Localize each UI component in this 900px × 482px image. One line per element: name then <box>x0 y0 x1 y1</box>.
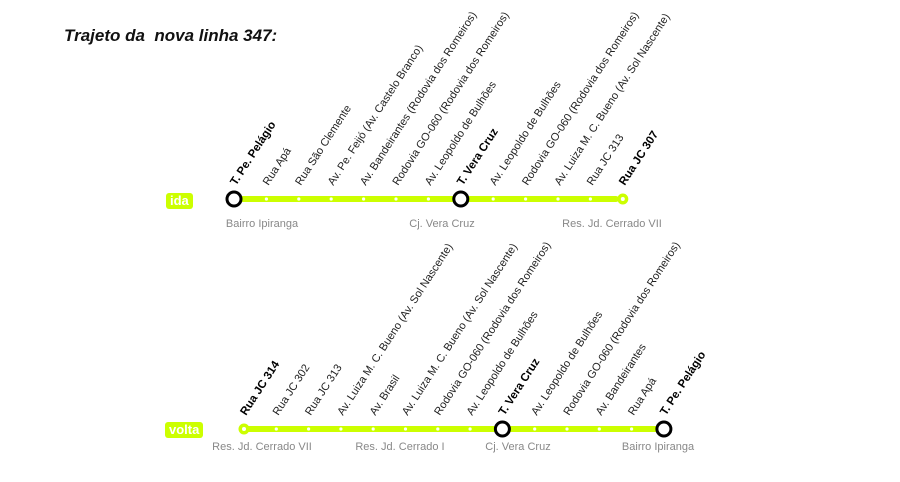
stop-label: Rua São Clemente <box>293 103 354 187</box>
stop-marker <box>524 197 528 201</box>
end-marker-dot <box>620 197 625 201</box>
stop-marker <box>588 197 593 201</box>
area-label: Bairro Ipiranga <box>226 218 299 230</box>
area-label: Cj. Vera Cruz <box>485 441 550 453</box>
stop-marker <box>436 427 440 431</box>
terminal-marker <box>655 420 673 438</box>
stop-marker <box>597 427 601 431</box>
area-label: Res. Jd. Cerrado VII <box>212 441 312 453</box>
stop-label: Av. Luiza M. C. Bueno (Av. Sol Nascente) <box>335 242 455 418</box>
stop-marker <box>339 427 343 431</box>
stop-label: Av. Luiza M. C. Bueno (Av. Sol Nascente) <box>400 242 520 418</box>
stop-label: Rodovia GO-060 (Rodovia dos Romeiros) <box>520 10 641 188</box>
stop-marker <box>533 427 537 431</box>
stop-marker <box>630 427 634 431</box>
stop-label: Av. Bandeirantes (Rodovia dos Romeiros) <box>358 10 479 188</box>
route-badge-volta: volta <box>165 422 204 438</box>
stop-marker <box>264 197 268 201</box>
stop-label: Rodovia GO-060 (Rodovia dos Romeiros) <box>561 240 682 418</box>
stop-marker <box>274 427 278 431</box>
terminal-marker <box>452 190 470 208</box>
stop-marker <box>371 427 375 431</box>
area-label: Cj. Vera Cruz <box>409 218 474 230</box>
stop-marker <box>426 197 430 201</box>
stop-marker <box>565 427 569 431</box>
terminal-marker <box>225 190 243 208</box>
terminal-marker <box>493 420 511 438</box>
area-label: Res. Jd. Cerrado VII <box>562 218 662 230</box>
stop-marker <box>394 197 398 201</box>
stop-marker <box>403 427 408 431</box>
page-title: Trajeto da nova linha 347: <box>64 26 278 45</box>
stop-marker <box>556 197 560 201</box>
stop-label: Rua Apá <box>626 375 660 418</box>
area-label: Res. Jd. Cerrado I <box>355 441 444 453</box>
stop-marker <box>468 427 472 431</box>
stop-label: T. Pe. Pelágio <box>658 349 708 417</box>
stop-label: Rua Apá <box>261 145 295 188</box>
stop-label: Av. Brasil <box>368 373 403 418</box>
stop-marker <box>297 197 301 201</box>
area-label: Bairro Ipiranga <box>622 441 695 453</box>
stop-marker <box>491 197 495 201</box>
stop-marker <box>307 427 311 431</box>
end-marker-dot <box>242 427 246 431</box>
stop-marker <box>362 197 366 201</box>
stop-marker <box>329 197 333 201</box>
route-badge-ida: ida <box>166 193 193 209</box>
